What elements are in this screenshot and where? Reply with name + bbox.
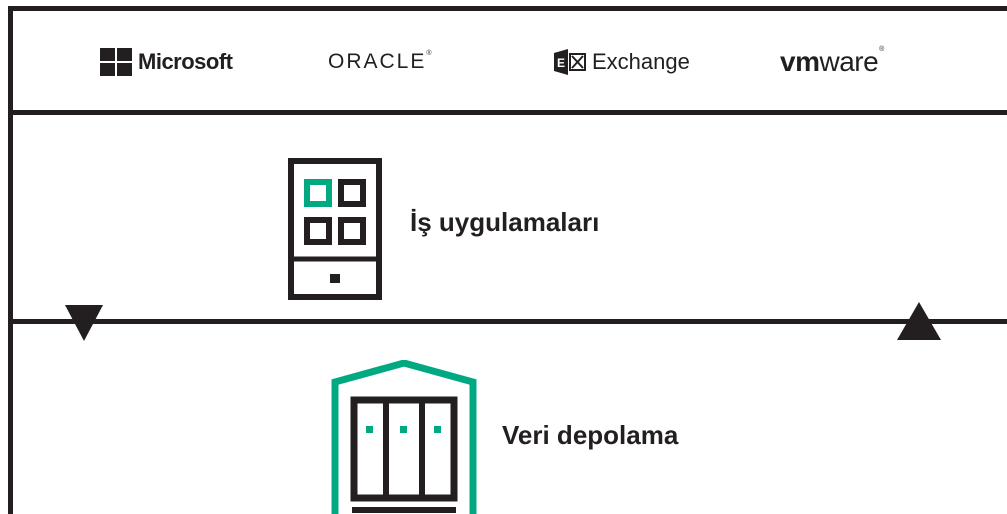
app-grid-icon — [288, 158, 382, 300]
oracle-wordmark: ORACLE — [328, 50, 432, 74]
microsoft-logo: Microsoft — [100, 44, 233, 80]
vendor-separator — [8, 110, 1007, 115]
layer-separator — [8, 319, 1007, 324]
applications-label: İş uygulamaları — [410, 207, 600, 237]
exchange-wordmark: Exchange — [592, 49, 690, 74]
microsoft-wordmark: Microsoft — [138, 49, 233, 74]
vmware-wordmark-regular: ware — [819, 46, 879, 77]
vmware-wordmark-bold: vm — [780, 46, 820, 77]
arrow-up-icon — [897, 302, 941, 340]
top-border — [8, 6, 1007, 11]
storage-array-icon — [331, 360, 477, 514]
oracle-logo: ORACLE — [328, 44, 432, 80]
windows-icon — [100, 48, 132, 76]
vmware-logo: vmware® — [780, 44, 884, 80]
arrow-down-icon — [65, 305, 103, 341]
left-border — [8, 6, 13, 514]
exchange-icon: E — [554, 49, 586, 75]
svg-text:E: E — [557, 56, 565, 70]
exchange-logo: E Exchange — [554, 44, 690, 80]
storage-label: Veri depolama — [502, 420, 679, 450]
vmware-wordmark: vmware® — [780, 46, 884, 77]
